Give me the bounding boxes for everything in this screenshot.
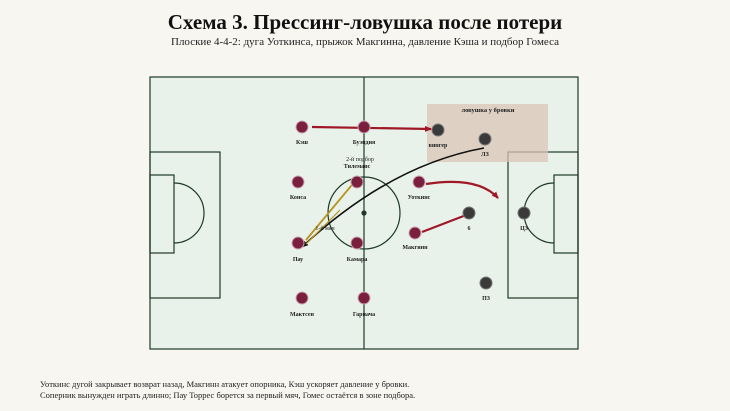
center-spot (361, 210, 367, 216)
long-pass-line (301, 147, 485, 248)
team-players: Кэш Буэндия Конса Тилеманс Уоткинс Пау К… (290, 120, 431, 318)
trap-zone-label: ловушка у бровки (461, 107, 514, 114)
caption-line-2: Соперник вынужден играть длинно; Пау Тор… (40, 390, 416, 400)
player-mcginn: Макгинн (402, 226, 428, 251)
opponent-rb: ПЗ (479, 276, 493, 302)
svg-text:ЦЗ: ЦЗ (520, 226, 528, 232)
player-kamara: Камара (347, 236, 368, 263)
svg-text:Конса: Конса (290, 195, 306, 201)
player-buendia: Буэндия (353, 120, 376, 146)
player-garnacho: Гарнача (353, 291, 375, 318)
second-ball-arrow (305, 179, 357, 241)
second-ball-line-2 (305, 209, 341, 245)
svg-text:Пау: Пау (293, 257, 303, 263)
player-pau: Пау (291, 236, 305, 263)
svg-text:Гарнача: Гарнача (353, 312, 375, 318)
second-ball-label: 2-й подбор (346, 156, 374, 163)
svg-text:Тилеманс: Тилеманс (344, 164, 371, 170)
diagram-subtitle: Плоские 4-4-2: дуга Уоткинса, прыжок Мак… (171, 36, 559, 48)
opponent-players: вингер ЛЗ 6 ЦЗ ПЗ (429, 123, 531, 302)
opponent-cb: ЦЗ (517, 206, 531, 232)
opponent-lb: ЛЗ (478, 132, 492, 158)
svg-text:Макгинн: Макгинн (402, 245, 428, 251)
first-ball-label: 1-й мяч (315, 225, 334, 232)
svg-text:Камара: Камара (347, 257, 368, 263)
watkins-arc-arrow (425, 180, 499, 199)
caption-line-1: Уоткинс дугой закрывает возврат назад, М… (40, 379, 410, 389)
svg-text:Кэш: Кэш (296, 140, 308, 146)
player-cash: Кэш (295, 120, 309, 146)
right-goal-area (553, 174, 579, 254)
player-tielemans: Тилеманс (344, 164, 371, 189)
diagram-title: Схема 3. Прессинг-ловушка после потери (167, 10, 563, 34)
svg-text:Мактсен: Мактсен (290, 312, 315, 318)
left-penalty-arc (173, 182, 205, 244)
cash-press-arrow (311, 125, 432, 132)
svg-text:ПЗ: ПЗ (482, 296, 490, 302)
caption: Уоткинс дугой закрывает возврат назад, М… (40, 379, 700, 401)
opponent-six: 6 (462, 206, 476, 232)
player-watkins: Уоткинс (408, 175, 431, 201)
player-konsa: Конса (290, 175, 306, 201)
svg-text:Уоткинс: Уоткинс (408, 195, 431, 201)
left-goal-area (149, 174, 175, 254)
svg-text:вингер: вингер (429, 143, 448, 149)
svg-text:Буэндия: Буэндия (353, 140, 376, 146)
svg-text:6: 6 (468, 226, 471, 232)
opponent-winger: вингер (429, 123, 448, 149)
svg-text:ЛЗ: ЛЗ (481, 152, 489, 158)
player-maatsen: Мактсен (290, 291, 315, 318)
